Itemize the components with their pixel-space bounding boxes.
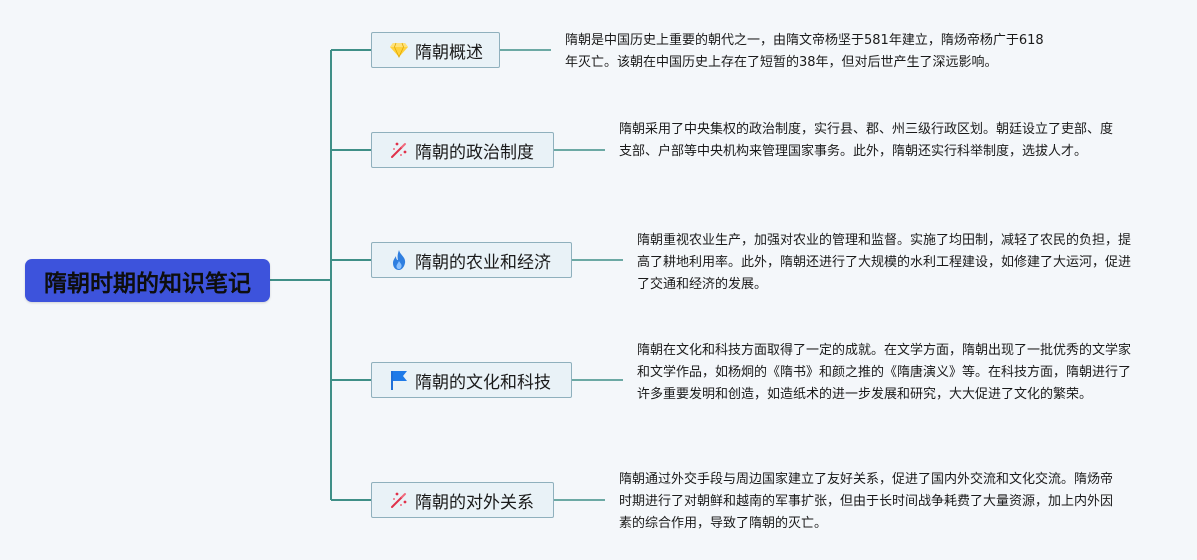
topic-description: 隋朝采用了中央集权的政治制度，实行县、郡、州三级行政区划。朝廷设立了吏部、度支部…	[619, 122, 1114, 159]
topic-culture[interactable]: 隋朝的文化和科技	[371, 362, 572, 398]
topic-title: 隋朝的政治制度	[415, 142, 534, 163]
sparkle-icon	[389, 140, 409, 160]
topic-description: 隋朝重视农业生产，加强对农业的管理和监督。实施了均田制，减轻了农民的负担，提高了…	[637, 233, 1132, 292]
diamond-icon	[389, 40, 409, 60]
flame-icon	[389, 250, 409, 270]
topic-description: 隋朝通过外交手段与周边国家建立了友好关系，促进了国内外交流和文化交流。隋炀帝时期…	[619, 472, 1114, 531]
topic-title: 隋朝的文化和科技	[415, 372, 551, 393]
root-topic[interactable]: 隋朝时期的知识笔记	[25, 259, 270, 302]
topic-description: 隋朝在文化和科技方面取得了一定的成就。在文学方面，隋朝出现了一批优秀的文学家和文…	[637, 343, 1132, 402]
topic-description: 隋朝是中国历史上重要的朝代之一，由隋文帝杨坚于581年建立，隋炀帝杨广于618年…	[565, 33, 1044, 70]
root-title: 隋朝时期的知识笔记	[44, 270, 251, 297]
topic-title: 隋朝概述	[415, 42, 483, 63]
topic-overview[interactable]: 隋朝概述	[371, 32, 500, 68]
topic-title: 隋朝的农业和经济	[415, 252, 551, 273]
topic-agriculture[interactable]: 隋朝的农业和经济	[371, 242, 572, 278]
sparkle-icon	[389, 490, 409, 510]
flag-icon	[389, 370, 409, 390]
topic-foreign-relations[interactable]: 隋朝的对外关系	[371, 482, 554, 518]
topic-politics[interactable]: 隋朝的政治制度	[371, 132, 554, 168]
topic-title: 隋朝的对外关系	[415, 492, 534, 513]
